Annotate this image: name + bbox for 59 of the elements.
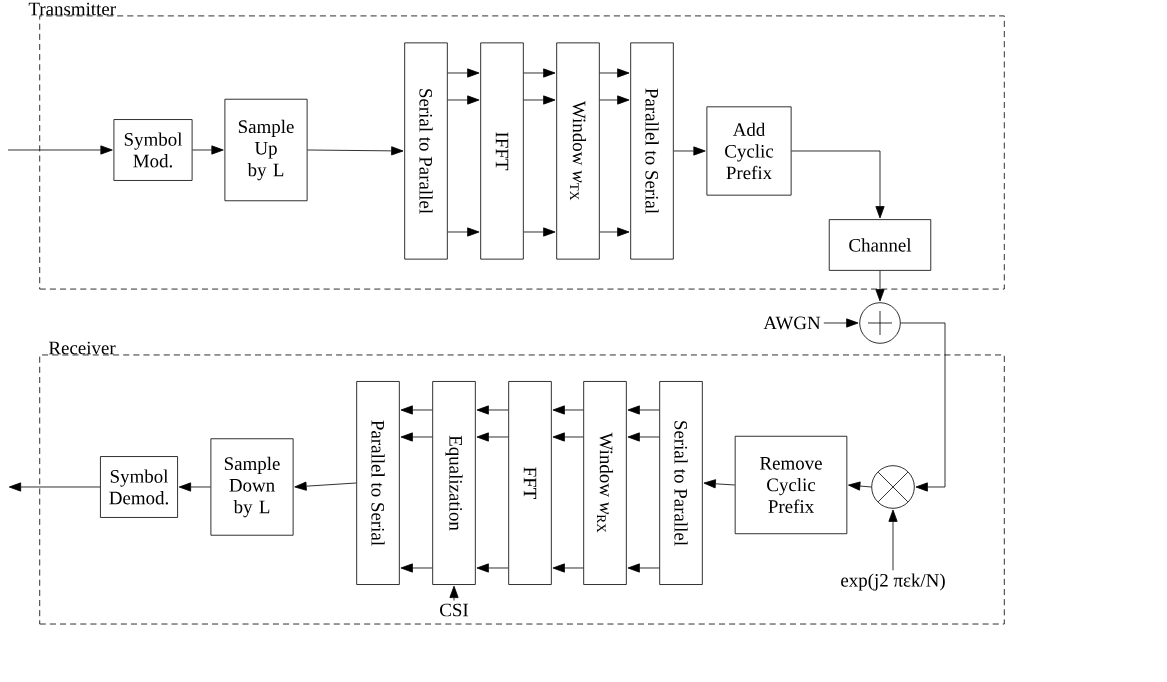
process-box: Channel xyxy=(828,219,932,271)
arrow xyxy=(192,145,224,155)
arrow xyxy=(627,432,660,442)
arrow xyxy=(476,563,509,573)
arrow xyxy=(599,95,630,105)
arrow xyxy=(888,509,898,571)
arrow xyxy=(673,146,706,156)
arrow xyxy=(823,318,859,328)
arrow xyxy=(178,482,211,492)
arrow xyxy=(8,482,101,492)
process-box: Equalization xyxy=(432,381,476,585)
process-box: Remove Cyclic Prefix xyxy=(734,435,848,535)
process-box: Sample Down by L xyxy=(210,438,294,536)
arrow xyxy=(848,481,872,491)
arrow xyxy=(552,432,584,442)
arrow xyxy=(449,585,459,601)
arrow xyxy=(875,270,885,302)
arrow xyxy=(900,322,946,492)
arrow xyxy=(476,405,509,415)
process-box: Serial to Parallel xyxy=(404,42,448,260)
process-box: Symbol Demod. xyxy=(100,456,178,518)
process-box: Add Cyclic Prefix xyxy=(706,106,792,196)
process-box: Sample Up by L xyxy=(224,98,308,202)
arrow xyxy=(703,479,736,489)
arrow xyxy=(552,563,584,573)
adder-circle xyxy=(859,302,901,344)
arrow xyxy=(447,227,480,237)
process-box: IFFT xyxy=(480,42,524,260)
arrow xyxy=(523,227,556,237)
process-box: Parallel to Serial xyxy=(356,381,400,585)
frame-heading: Transmitter xyxy=(28,2,116,16)
process-box: Parallel to Serial xyxy=(630,42,674,260)
input-label: exp(j2 πεk/N) xyxy=(841,573,945,591)
arrow xyxy=(627,563,660,573)
process-box: Symbol Mod. xyxy=(113,119,193,181)
arrow xyxy=(400,405,433,415)
arrow xyxy=(791,150,885,219)
multiplier-circle xyxy=(871,465,915,509)
arrow xyxy=(523,68,556,78)
arrow xyxy=(523,95,556,105)
input-label: CSI xyxy=(440,603,469,617)
arrow xyxy=(447,68,480,78)
arrow xyxy=(599,68,630,78)
arrow xyxy=(400,432,433,442)
arrow xyxy=(476,432,509,442)
process-box: Window w$_{TX}$ xyxy=(556,42,600,260)
arrow xyxy=(627,405,660,415)
arrow xyxy=(552,405,584,415)
process-box: FFT xyxy=(508,381,552,585)
arrow xyxy=(447,95,480,105)
process-box: Window w$_{RX}$ xyxy=(583,381,627,585)
frame-heading: Receiver xyxy=(48,341,116,355)
arrow xyxy=(599,227,630,237)
arrow xyxy=(400,563,433,573)
arrow xyxy=(294,481,357,491)
input-label: AWGN xyxy=(763,316,821,330)
arrow xyxy=(7,145,113,155)
arrow xyxy=(307,146,404,156)
process-box: Serial to Parallel xyxy=(659,381,703,585)
